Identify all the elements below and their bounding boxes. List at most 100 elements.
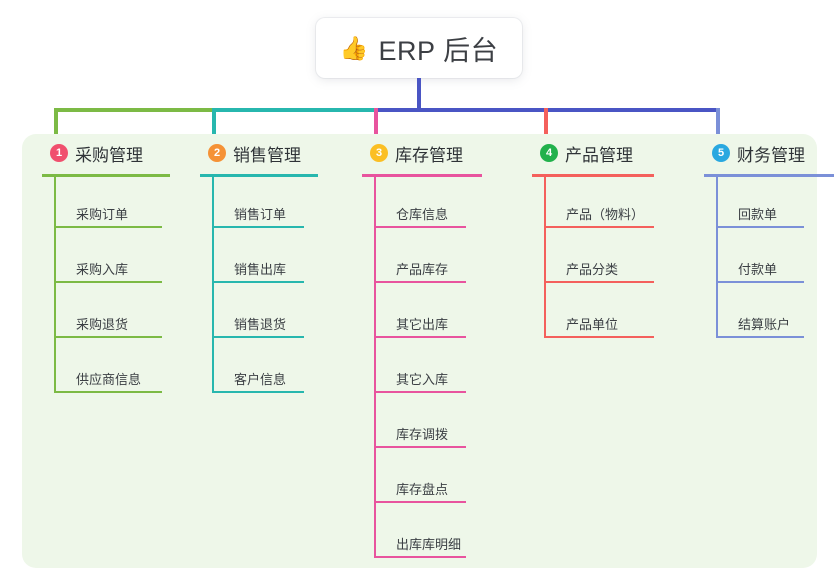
branch-item[interactable]: 销售退货	[212, 302, 304, 338]
branch-item-label: 供应商信息	[76, 372, 142, 387]
branch-item-rule	[54, 336, 162, 338]
thumbs-up-icon: 👍	[339, 34, 369, 61]
branch-spine	[544, 177, 546, 338]
branch-item-label: 采购退货	[76, 317, 129, 332]
branch-column-2: 2 销售管理销售订单销售出库销售退货客户信息	[190, 134, 318, 393]
branch-item-label: 付款单	[738, 262, 778, 277]
branch-item-label: 销售出库	[234, 262, 287, 277]
branch-item-rule	[374, 556, 466, 558]
connector-bus-segment	[212, 108, 378, 112]
branch-item-label: 产品分类	[566, 262, 619, 277]
branch-item[interactable]: 结算账户	[716, 302, 804, 338]
branch-title: 产品管理	[565, 145, 633, 165]
branch-header-2[interactable]: 2 销售管理	[190, 134, 301, 172]
branch-item-rule	[212, 336, 304, 338]
branch-header-rule	[532, 174, 654, 177]
branch-spine	[374, 177, 376, 558]
branch-column-4: 4 产品管理产品（物料） 产品分类产品单位	[522, 134, 654, 338]
branch-item[interactable]: 库存盘点	[374, 467, 466, 503]
branch-item-rule	[54, 281, 162, 283]
branch-item-rule	[716, 281, 804, 283]
branch-item-label: 采购入库	[76, 262, 129, 277]
branch-item-rule	[212, 391, 304, 393]
branch-item-label: 产品库存	[396, 262, 449, 277]
branch-item-rule	[212, 226, 304, 228]
branch-header-rule	[42, 174, 170, 177]
branch-item-rule	[212, 281, 304, 283]
branch-column-5: 5 财务管理回款单付款单结算账户	[694, 134, 834, 338]
branch-item[interactable]: 供应商信息	[54, 357, 162, 393]
branch-item-label: 销售退货	[234, 317, 287, 332]
branch-number-badge: 2	[208, 144, 226, 162]
branch-item[interactable]: 产品单位	[544, 302, 654, 338]
branch-item-rule	[374, 336, 466, 338]
branch-item-label: 出库库明细	[396, 537, 462, 552]
branch-item-rule	[374, 226, 466, 228]
connector-drop-4	[544, 108, 548, 152]
branch-item-label: 销售订单	[234, 207, 287, 222]
branch-item-rule	[716, 336, 804, 338]
connector-drop-3	[374, 108, 378, 152]
branch-item-label: 库存盘点	[396, 482, 449, 497]
branch-header-rule	[704, 174, 834, 177]
branch-item-rule	[374, 446, 466, 448]
branch-item-rule	[54, 226, 162, 228]
branch-item[interactable]: 销售订单	[212, 192, 304, 228]
branch-item[interactable]: 库存调拨	[374, 412, 466, 448]
branch-number-badge: 1	[50, 144, 68, 162]
branch-header-4[interactable]: 4 产品管理	[522, 134, 633, 172]
branch-item[interactable]: 采购退货	[54, 302, 162, 338]
connector-bus-segment	[417, 108, 548, 112]
branch-item[interactable]: 其它出库	[374, 302, 466, 338]
branch-item-rule	[716, 226, 804, 228]
branch-header-rule	[200, 174, 318, 177]
root-node-card[interactable]: 👍 ERP 后台	[316, 18, 522, 78]
branch-item-label: 其它入库	[396, 372, 449, 387]
branch-item[interactable]: 付款单	[716, 247, 804, 283]
branch-item[interactable]: 产品（物料）	[544, 192, 654, 228]
branch-item-rule	[544, 281, 654, 283]
branch-item-label: 其它出库	[396, 317, 449, 332]
branch-item-label: 产品（物料）	[566, 207, 645, 222]
branch-spine	[716, 177, 718, 338]
branch-item[interactable]: 仓库信息	[374, 192, 466, 228]
branch-item-rule	[544, 226, 654, 228]
branch-header-rule	[362, 174, 482, 177]
branch-item[interactable]: 其它入库	[374, 357, 466, 393]
branch-item[interactable]: 客户信息	[212, 357, 304, 393]
branch-item-label: 仓库信息	[396, 207, 449, 222]
branch-item[interactable]: 采购入库	[54, 247, 162, 283]
branch-item[interactable]: 产品库存	[374, 247, 466, 283]
connector-bus-segment	[544, 108, 720, 112]
branch-item-label: 客户信息	[234, 372, 287, 387]
branch-item[interactable]: 采购订单	[54, 192, 162, 228]
branch-item-rule	[544, 336, 654, 338]
branch-item[interactable]: 出库库明细	[374, 522, 466, 558]
branch-item[interactable]: 回款单	[716, 192, 804, 228]
branch-item[interactable]: 销售出库	[212, 247, 304, 283]
branch-item-label: 产品单位	[566, 317, 619, 332]
branch-spine	[212, 177, 214, 393]
branch-item-rule	[54, 391, 162, 393]
branch-item-rule	[374, 501, 466, 503]
connector-drop-1	[54, 108, 58, 152]
branch-item[interactable]: 产品分类	[544, 247, 654, 283]
root-stem	[417, 78, 421, 112]
page-title: ERP 后台	[378, 35, 499, 66]
branch-title: 销售管理	[233, 145, 301, 165]
branch-number-badge: 5	[712, 144, 730, 162]
connector-bus-segment	[374, 108, 421, 112]
branch-spine	[54, 177, 56, 393]
connector-drop-5	[716, 108, 720, 152]
branch-item-rule	[374, 391, 466, 393]
branch-number-badge: 4	[540, 144, 558, 162]
branch-header-5[interactable]: 5 财务管理	[694, 134, 805, 172]
branch-number-badge: 3	[370, 144, 388, 162]
branch-title: 财务管理	[737, 145, 805, 165]
